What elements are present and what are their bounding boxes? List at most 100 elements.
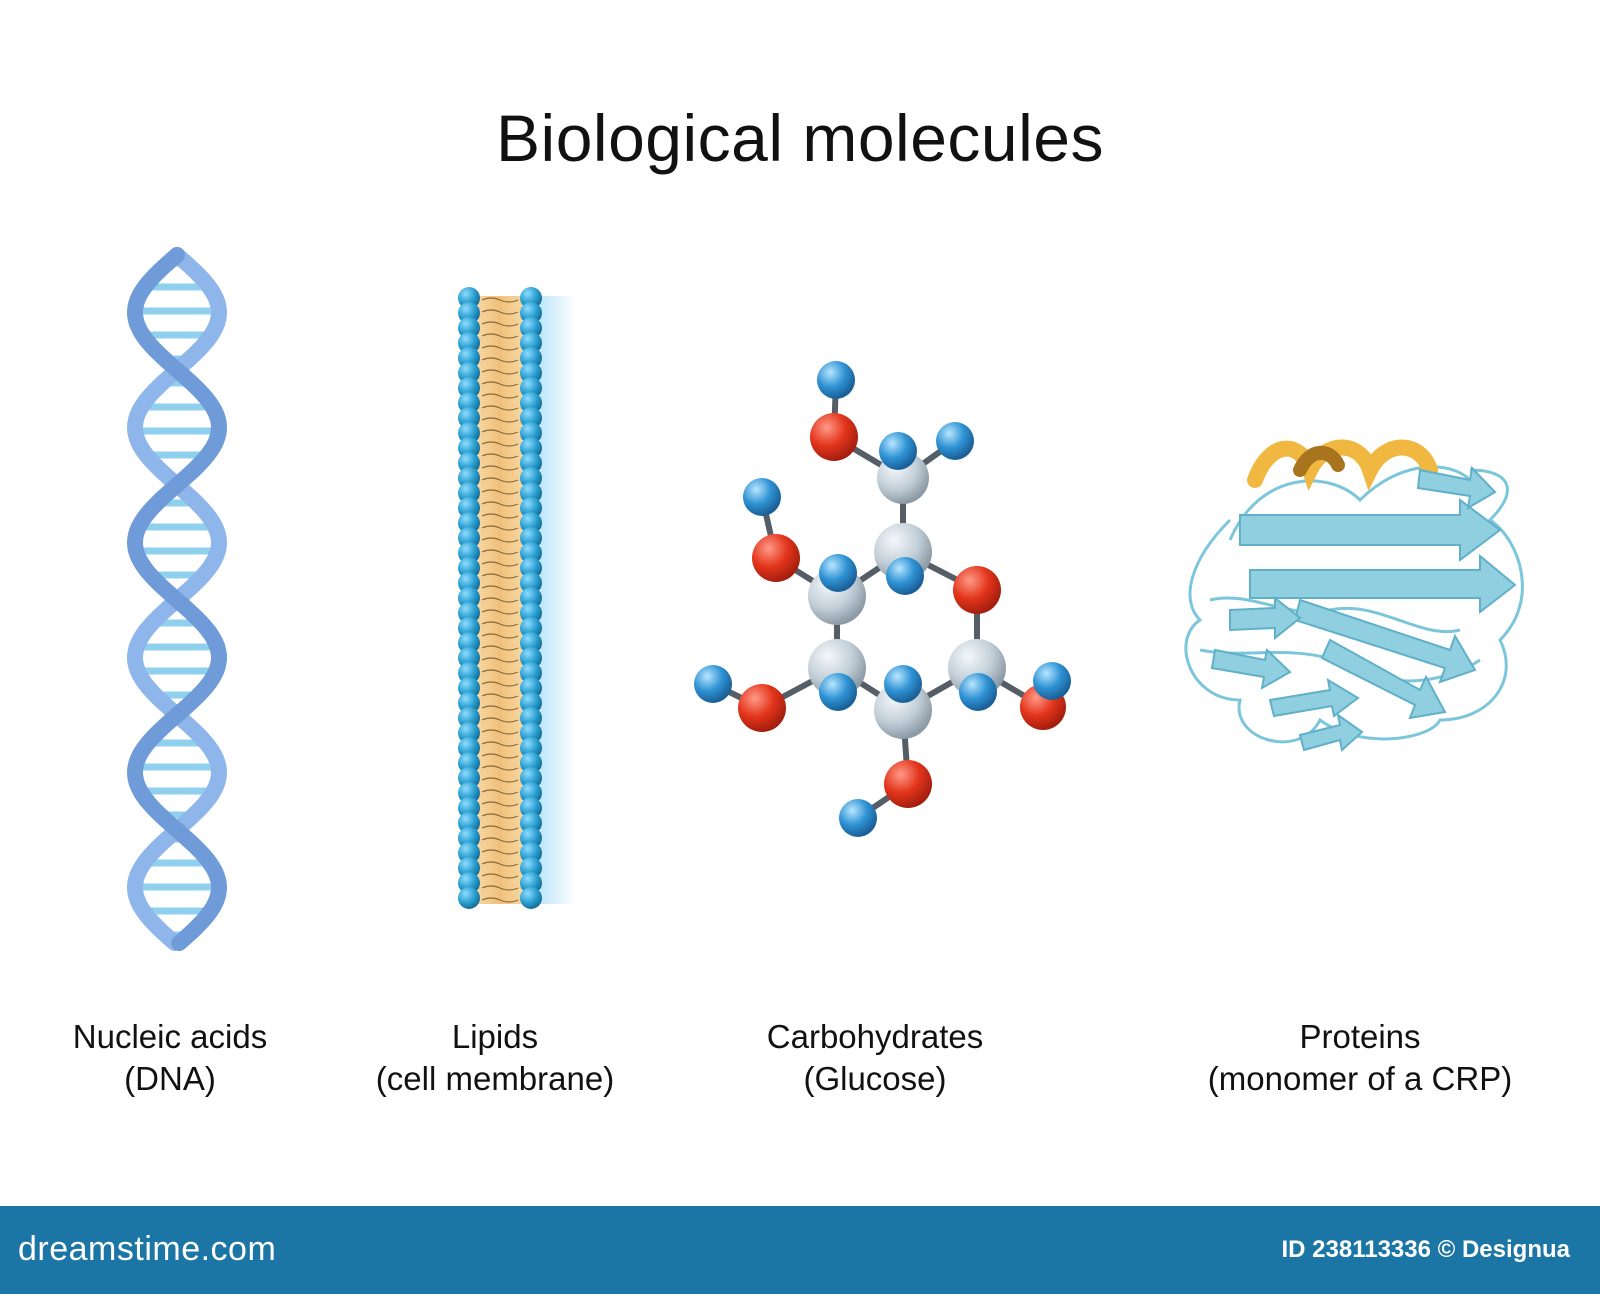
lipid-tail: [481, 453, 519, 459]
dna-double-helix: [126, 247, 228, 951]
lipid-tail: [481, 429, 519, 435]
lipid-tail: [481, 537, 519, 543]
label-detail: (monomer of a CRP): [1207, 1060, 1513, 1097]
lipid-tail: [481, 801, 519, 807]
label-name: Lipids: [451, 1018, 539, 1055]
lipid-tail: [481, 345, 519, 351]
label-carbohydrates: Carbohydrates (Glucose): [735, 1016, 1015, 1100]
hydrogen-atom: [1033, 662, 1071, 700]
footer-brand[interactable]: dreamstime.com: [18, 1230, 277, 1268]
lipid-tail: [481, 813, 519, 819]
lipid-tail: [481, 873, 519, 879]
phospholipid-head: [520, 887, 542, 909]
label-name: Nucleic acids: [72, 1018, 268, 1055]
lipid-tail: [481, 525, 519, 531]
lipid-tail: [481, 297, 519, 303]
lipid-tail: [481, 573, 519, 579]
oxygen-atom: [752, 534, 800, 582]
footer-credit: ID 238113336 © Designua: [1281, 1236, 1570, 1263]
lipid-tail: [481, 741, 519, 747]
lipid-tail: [481, 405, 519, 411]
hydrogen-atom: [819, 554, 857, 592]
lipid-tail: [481, 621, 519, 627]
lipid-tail: [481, 321, 519, 327]
lipid-tail: [481, 333, 519, 339]
oxygen-atom: [953, 566, 1001, 614]
lipid-tail: [481, 441, 519, 447]
lipid-tail: [481, 597, 519, 603]
lipid-tail: [481, 681, 519, 687]
protein-loop: [1184, 468, 1524, 744]
lipid-tail: [481, 645, 519, 651]
hydrogen-atom: [694, 665, 732, 703]
lipid-tail: [481, 309, 519, 315]
lipid-bilayer: [458, 287, 576, 909]
protein-beta-sheet: [1293, 598, 1477, 684]
lipid-tail: [481, 897, 519, 903]
lipid-tail: [481, 369, 519, 375]
label-lipids: Lipids (cell membrane): [350, 1016, 640, 1100]
lipid-tail: [481, 357, 519, 363]
lipid-tail: [481, 789, 519, 795]
hydrogen-atom: [819, 673, 857, 711]
lipid-tail: [481, 465, 519, 471]
lipid-tail: [481, 825, 519, 831]
protein-beta-sheet: [1239, 498, 1502, 562]
oxygen-atom: [810, 413, 858, 461]
protein-beta-sheet: [1210, 648, 1292, 690]
lipid-tail: [481, 837, 519, 843]
lipid-tail: [481, 849, 519, 855]
lipid-tail: [481, 885, 519, 891]
lipid-tail: [481, 417, 519, 423]
lipid-tail: [481, 549, 519, 555]
hydrogen-atom: [959, 673, 997, 711]
glucose-molecule: [694, 361, 1071, 837]
label-detail: (Glucose): [803, 1060, 947, 1097]
label-name: Proteins: [1299, 1018, 1421, 1055]
lipid-tail: [481, 393, 519, 399]
hydrogen-atom: [886, 557, 924, 595]
lipid-tail: [481, 381, 519, 387]
protein-beta-sheet: [1320, 638, 1447, 720]
hydrogen-atom: [884, 665, 922, 703]
lipid-tail: [481, 861, 519, 867]
lipid-tail: [481, 753, 519, 759]
lipid-tail: [481, 585, 519, 591]
protein-helix-dark: [1293, 445, 1345, 477]
dna-backbone-strand: [126, 247, 228, 951]
crp-protein-ribbon: [1184, 439, 1524, 752]
lipid-tail: [481, 477, 519, 483]
label-detail: (cell membrane): [375, 1060, 615, 1097]
label-proteins: Proteins (monomer of a CRP): [1180, 1016, 1540, 1100]
lipid-tail: [481, 489, 519, 495]
lipid-tail: [481, 501, 519, 507]
membrane-glow: [540, 296, 576, 904]
lipid-tail: [481, 729, 519, 735]
hydrogen-atom: [936, 422, 974, 460]
protein-beta-sheet: [1298, 712, 1364, 752]
lipid-tail: [481, 657, 519, 663]
oxygen-atom: [884, 760, 932, 808]
protein-beta-sheet: [1268, 677, 1360, 718]
lipid-tail: [481, 513, 519, 519]
protein-helix: [1247, 439, 1438, 491]
lipid-tail: [481, 705, 519, 711]
protein-beta-sheet: [1416, 465, 1497, 510]
label-detail: (DNA): [124, 1060, 216, 1097]
protein-beta-sheet: [1229, 595, 1302, 641]
footer-bar: dreamstime.com ID 238113336 © Designua: [0, 1206, 1600, 1294]
lipid-tail: [481, 717, 519, 723]
oxygen-atom: [738, 684, 786, 732]
page-title: Biological molecules: [496, 101, 1104, 175]
lipid-tail: [481, 765, 519, 771]
lipid-tail: [481, 633, 519, 639]
lipid-tail: [481, 609, 519, 615]
lipid-tail: [481, 561, 519, 567]
label-nucleic-acids: Nucleic acids (DNA): [60, 1016, 280, 1100]
lipid-tail: [481, 669, 519, 675]
hydrogen-atom: [879, 432, 917, 470]
hydrogen-atom: [743, 478, 781, 516]
lipid-tail: [481, 777, 519, 783]
